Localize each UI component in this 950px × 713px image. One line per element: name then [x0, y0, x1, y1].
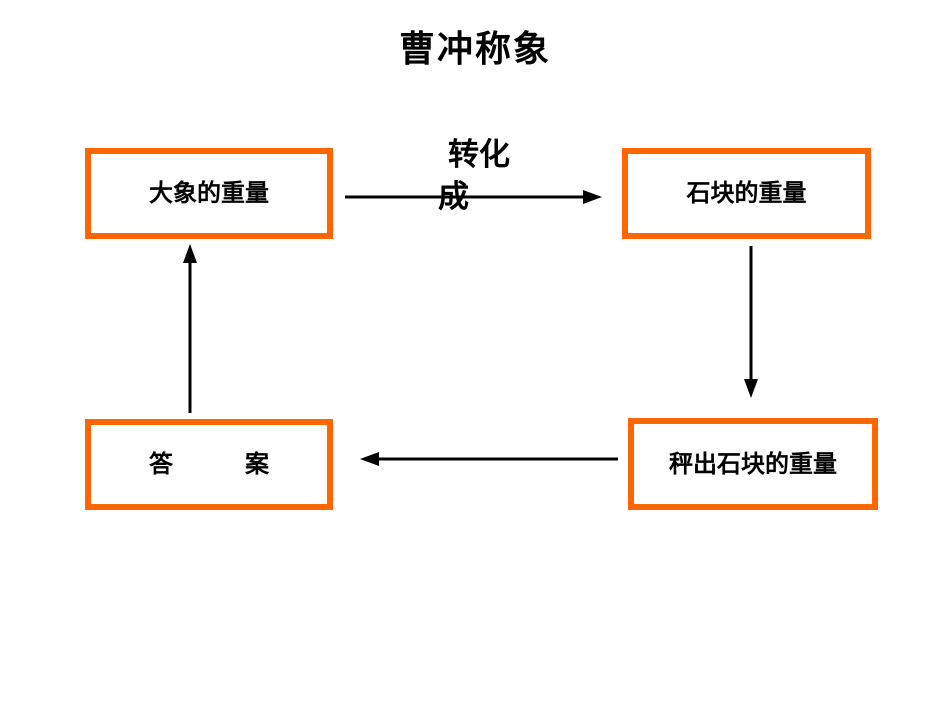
node-elephant-weight-label: 大象的重量 — [149, 181, 269, 207]
edge-label-transform: 转化 成 — [438, 134, 510, 218]
slide-title: 曹冲称象 — [398, 29, 551, 69]
node-weigh-stones-label: 秤出石块的重量 — [669, 451, 837, 478]
edge-label-line2: 成 — [438, 179, 469, 214]
node-elephant-weight: 大象的重量 — [85, 148, 333, 239]
node-answer: 答 案 — [85, 419, 333, 510]
arrow-stones-to-weigh — [744, 246, 758, 398]
arrowhead-up-icon — [183, 244, 197, 263]
arrow-weigh-to-answer — [360, 452, 618, 466]
node-stones-weight-label: 石块的重量 — [686, 181, 807, 207]
arrowhead-left-icon — [360, 452, 379, 466]
arrowhead-down-icon — [744, 379, 758, 398]
arrowhead-right-icon — [583, 190, 602, 204]
node-weigh-stones: 秤出石块的重量 — [628, 418, 878, 510]
node-stones-weight: 石块的重量 — [622, 148, 871, 239]
node-answer-label: 答 案 — [149, 452, 269, 478]
arrow-answer-to-elephant — [183, 244, 197, 413]
edge-label-line1: 转化 — [448, 137, 510, 172]
